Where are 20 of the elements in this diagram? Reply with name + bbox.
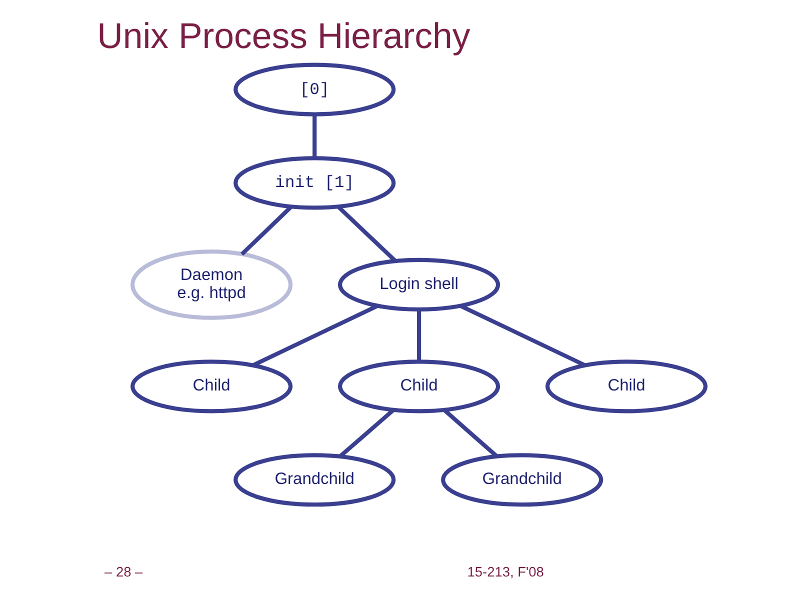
node-ellipse: Child — [130, 360, 293, 414]
connector — [338, 408, 395, 458]
node-ellipse: Child — [545, 360, 708, 414]
diagram-title: Unix Process Hierarchy — [97, 16, 470, 56]
connector — [240, 205, 293, 256]
node-ellipse: Grandchild — [441, 453, 604, 507]
connector — [252, 304, 378, 368]
connector — [460, 304, 586, 368]
label: – 28 – — [104, 564, 143, 580]
node-ellipse: Grandchild — [234, 453, 396, 507]
connector — [336, 205, 397, 262]
node-ellipse: Daemon e.g. httpd — [130, 250, 293, 320]
node-ellipse: Child — [338, 360, 500, 414]
connector — [443, 408, 498, 458]
label: 15-213, F'08 — [467, 564, 544, 580]
node-ellipse: Login shell — [338, 258, 500, 312]
connector — [312, 114, 317, 158]
connector — [416, 310, 422, 362]
node-ellipse: [0] — [234, 62, 396, 116]
node-ellipse: init [1] — [234, 156, 396, 210]
